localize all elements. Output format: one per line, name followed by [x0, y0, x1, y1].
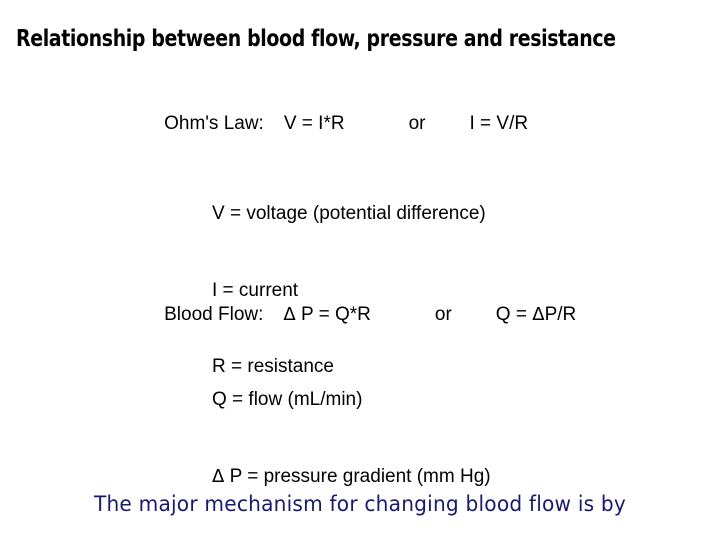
definition-pressure-gradient-text: P = pressure gradient (mm Hg) [224, 465, 491, 487]
blood-flow-equation-alternate-rest: P/R [544, 304, 577, 325]
ohms-law-connector: or [408, 113, 426, 134]
delta-icon: Δ [532, 304, 545, 325]
ohms-law-equation-primary: V = I*R [283, 113, 345, 134]
blood-flow-equation-primary: P = Q*R [295, 304, 371, 325]
blood-flow-definitions-block: Q = flow (mL/min) Δ P = pressure gradien… [212, 336, 491, 540]
delta-icon: Δ [283, 304, 296, 325]
definition-current: I = current [212, 279, 299, 301]
definition-resistance: R = resistance [212, 356, 334, 377]
slide-title: Relationship between blood flow, pressur… [16, 26, 616, 52]
definition-pressure-gradient: Δ P = pressure gradient (mm Hg) [212, 464, 491, 490]
delta-icon: Δ [212, 465, 225, 487]
blood-flow-equation-alternate-head: Q = [495, 304, 533, 325]
closing-statement-line-1: The major mechanism for changing blood f… [93, 492, 627, 516]
definition-flow: Q = flow (mL/min) [212, 389, 363, 410]
closing-statement: The major mechanism for changing blood f… [0, 458, 720, 540]
ohms-law-equation-alternate: I = V/R [469, 113, 529, 134]
blood-flow-connector: or [434, 304, 452, 325]
ohms-law-label: Ohm's Law: [164, 113, 264, 134]
ohms-definitions-block: V = voltage (potential difference) I = c… [212, 150, 486, 431]
definition-voltage: V = voltage (potential difference) [212, 203, 486, 224]
ohms-law-equation-line: Ohm's Law: V = I*R or I = V/R [143, 86, 528, 161]
blood-flow-label: Blood Flow: [164, 304, 264, 325]
